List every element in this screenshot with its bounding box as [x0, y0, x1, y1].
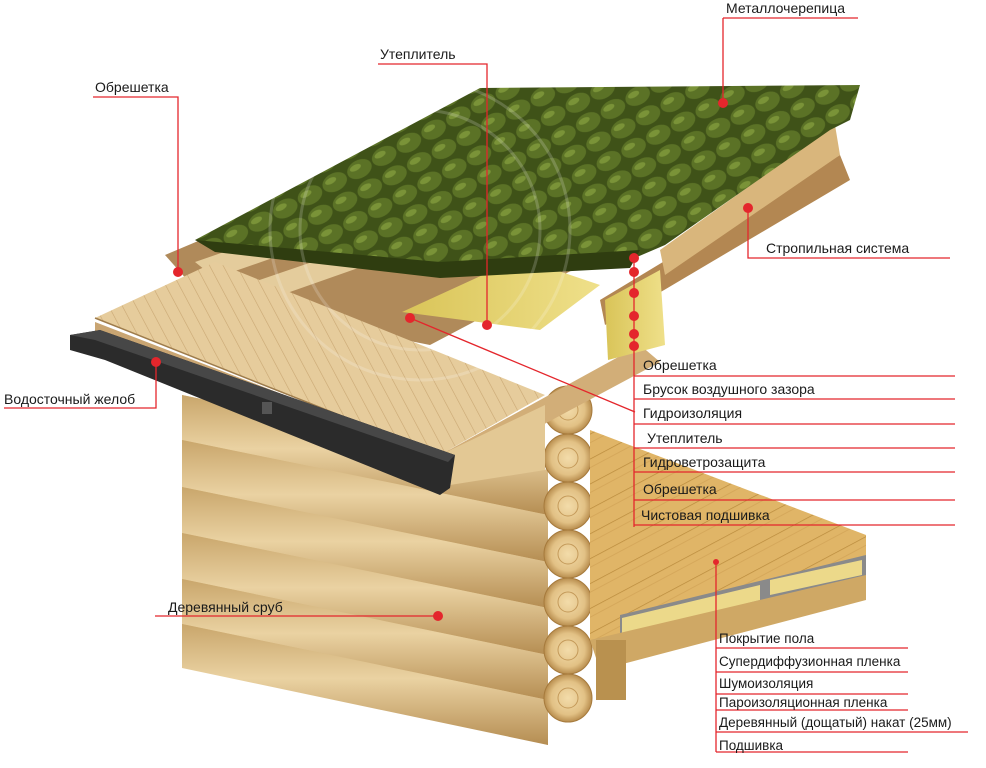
- floor-deck: [590, 430, 866, 700]
- roof-layer-label: Утеплитель: [647, 430, 723, 446]
- label-metal-tile: Металлочерепица: [726, 0, 846, 16]
- callout-dot-icon: [173, 267, 183, 277]
- callout-dot-icon: [629, 253, 639, 263]
- callout-dots: [151, 98, 753, 621]
- label-lathing-top: Обрешетка: [95, 79, 169, 95]
- roof-layer-label: Обрешетка: [643, 357, 717, 373]
- callout-dot-icon: [629, 267, 639, 277]
- floor-layer-label: Деревянный (дощатый) накат (25мм): [719, 715, 952, 730]
- roof-layer-label: Гидроизоляция: [643, 405, 743, 421]
- callout-dot-icon: [629, 311, 639, 321]
- floor-layer-label: Покрытие пола: [719, 631, 815, 646]
- label-insulation-top: Утеплитель: [380, 46, 456, 62]
- label-rafter-system: Стропильная система: [766, 240, 910, 256]
- callout-dot-icon: [151, 357, 161, 367]
- callout-dot-icon: [482, 320, 492, 330]
- callout-dot-icon: [433, 611, 443, 621]
- callout-dot-icon: [713, 559, 719, 565]
- metal-tile-roof: [195, 85, 860, 278]
- label-log-house: Деревянный сруб: [168, 599, 283, 615]
- label-gutter: Водосточный желоб: [4, 391, 136, 407]
- floor-layer-label: Подшивка: [719, 738, 784, 753]
- watermark-logo: [268, 78, 572, 382]
- floor-layer-label: Пароизоляционная пленка: [719, 695, 888, 710]
- roof-layer-label: Чистовая подшивка: [641, 507, 770, 523]
- roof-layer-label: Обрешетка: [643, 481, 717, 497]
- callout-dot-icon: [405, 313, 415, 323]
- roof-layer-label: Гидроветрозащита: [643, 454, 766, 470]
- callout-dot-icon: [743, 203, 753, 213]
- callout-dot-icon: [629, 329, 639, 339]
- callout-dot-icon: [629, 341, 639, 351]
- floor-layer-label: Шумоизоляция: [719, 676, 814, 691]
- callout-dot-icon: [718, 98, 728, 108]
- log-ends: [543, 385, 593, 723]
- roof-layer-label: Брусок воздушного зазора: [643, 381, 815, 397]
- floor-layer-label: Супердиффузионная пленка: [719, 654, 901, 669]
- gutter: [70, 330, 455, 495]
- callout-dot-icon: [629, 288, 639, 298]
- leader-lines: [4, 17, 968, 753]
